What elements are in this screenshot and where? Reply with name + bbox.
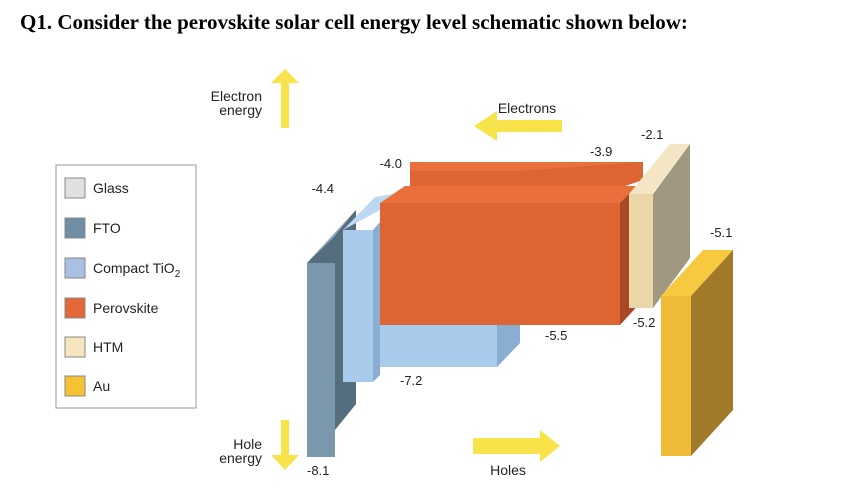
legend-item-au: Au — [64, 375, 110, 397]
legend-item-glass: Glass — [64, 177, 129, 199]
tio2-front-side — [373, 222, 380, 382]
legend-swatch-glass — [64, 177, 86, 199]
htm-side-face — [653, 144, 690, 308]
htm-top-face — [629, 144, 690, 194]
legend-swatch-htm — [64, 336, 86, 358]
electron-energy-up-arrow-icon — [271, 69, 299, 128]
au-side-face — [691, 250, 733, 456]
holes-right-arrow-icon — [473, 430, 560, 462]
hole-energy-label-line1: Hole — [233, 436, 262, 452]
perovskite-bottom-value: -5.5 — [545, 328, 567, 343]
hole-energy-axis: Hole energy — [219, 420, 299, 470]
perovskite-top-value: -3.9 — [590, 144, 612, 159]
electrons-left-arrow-icon — [474, 111, 562, 141]
legend-swatch-fto — [64, 217, 86, 239]
legend-item-perovskite: Perovskite — [64, 297, 159, 319]
energy-level-values: -4.4 -8.1 -4.0 -7.2 -3.9 -5.5 -2.1 -5.2 … — [307, 127, 732, 478]
legend-box — [55, 164, 197, 409]
au-top-face — [661, 250, 733, 296]
legend-label-fto: FTO — [93, 220, 121, 236]
electron-energy-label-line2: energy — [219, 102, 262, 118]
holes-label: Holes — [490, 462, 526, 478]
legend-swatch-au — [64, 375, 86, 397]
htm-top-value: -2.1 — [641, 127, 663, 142]
htm-bottom-value: -5.2 — [633, 315, 655, 330]
legend-item-fto: FTO — [64, 217, 121, 239]
electrons-label: Electrons — [498, 100, 556, 116]
au-front-face — [661, 296, 691, 456]
legend-label-glass: Glass — [93, 180, 129, 196]
htm-front-face — [629, 194, 653, 308]
hole-energy-label-line2: energy — [219, 450, 262, 466]
legend-label-tio2: Compact TiO2 — [93, 260, 181, 280]
legend-label-tio2-sub: 2 — [175, 269, 181, 280]
legend-item-tio2: Compact TiO2 — [64, 257, 181, 280]
electron-energy-label-line1: Electron — [211, 88, 262, 104]
legend-swatch-tio2 — [64, 257, 86, 279]
tio2-top-face — [343, 173, 520, 230]
tio2-bottom-value: -7.2 — [400, 373, 422, 388]
electrons-flow: Electrons — [474, 100, 562, 141]
perovskite-mid-top — [380, 186, 640, 203]
tio2-front-face — [343, 230, 373, 382]
holes-flow: Holes — [473, 430, 560, 478]
legend-swatch-perovskite — [64, 297, 86, 319]
perovskite-block — [380, 162, 643, 325]
legend: Glass FTO Compact TiO2 Perovskite HTM Au — [55, 164, 197, 409]
legend-label-perovskite: Perovskite — [93, 300, 159, 316]
fto-front-face — [307, 263, 335, 457]
legend-label-htm: HTM — [93, 339, 123, 355]
perovskite-upper-side — [500, 162, 643, 186]
perovskite-front-face — [380, 203, 620, 325]
perovskite-upper-strip — [410, 171, 520, 186]
fto-bottom-value: -8.1 — [307, 463, 329, 478]
tio2-top-value: -4.0 — [380, 156, 402, 171]
au-value: -5.1 — [710, 225, 732, 240]
legend-label-au: Au — [93, 378, 110, 394]
fto-top-value: -4.4 — [312, 181, 334, 196]
hole-energy-down-arrow-icon — [271, 420, 299, 470]
legend-item-htm: HTM — [64, 336, 123, 358]
htm-block — [629, 144, 690, 308]
electron-energy-axis: Electron energy — [211, 69, 299, 128]
au-block — [661, 250, 733, 456]
legend-label-tio2-main: Compact TiO — [93, 260, 175, 276]
question-title: Q1. Consider the perovskite solar cell e… — [20, 10, 688, 34]
